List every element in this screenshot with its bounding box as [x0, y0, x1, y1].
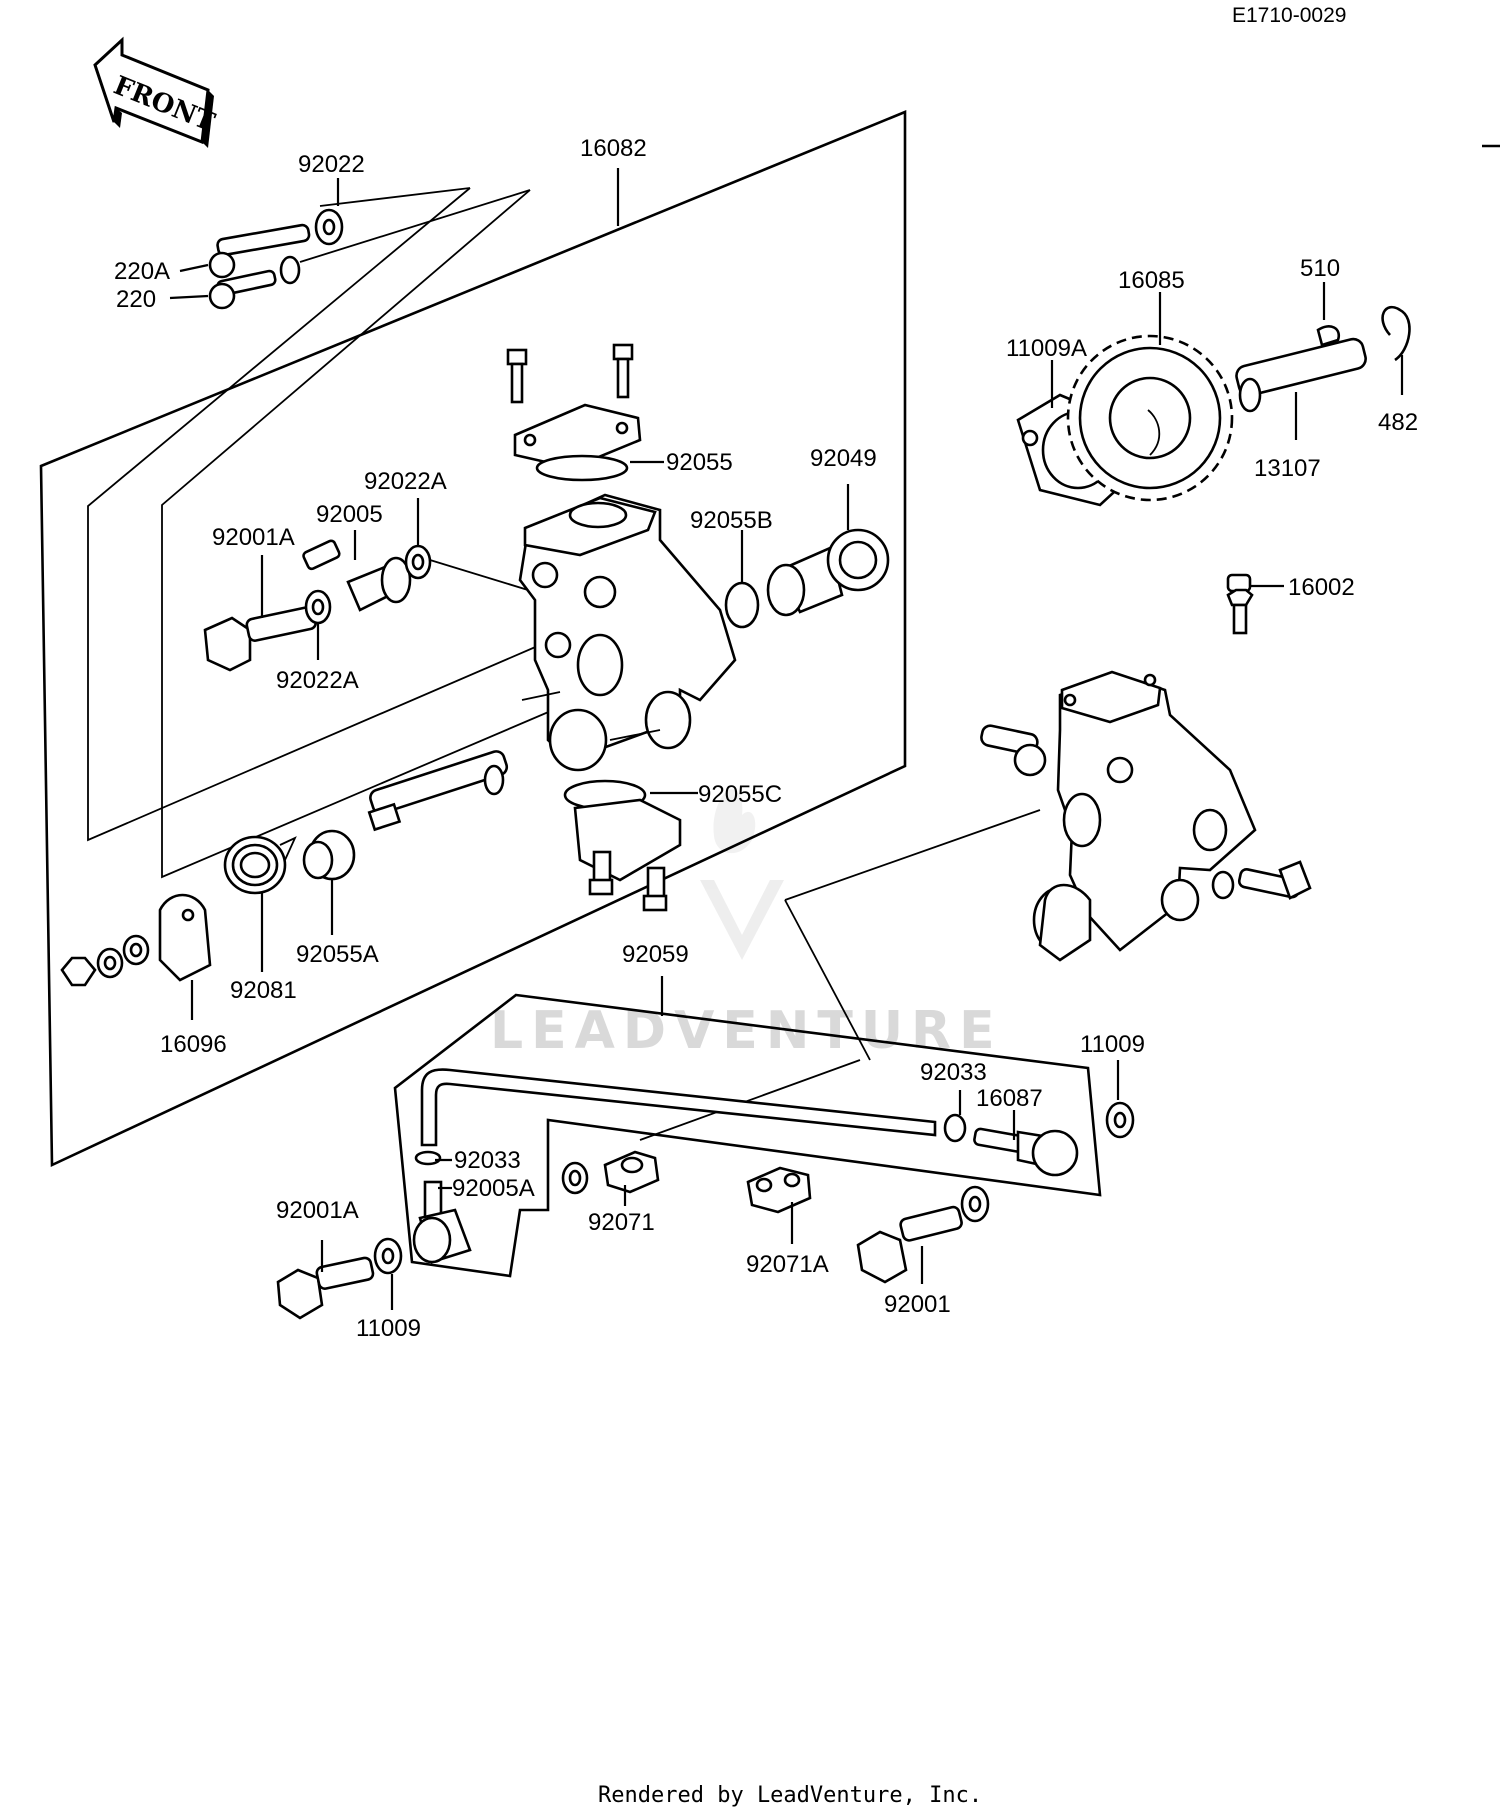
label-16002: 16002 — [1288, 574, 1355, 601]
label-92055: 92055 — [666, 449, 733, 476]
watermark-logo-icon — [700, 789, 784, 960]
guide-line — [161, 189, 601, 879]
label-92033-left: 92033 — [454, 1147, 521, 1174]
label-92055C: 92055C — [698, 781, 782, 808]
label-92055B: 92055B — [690, 507, 773, 534]
label-92033-right: 92033 — [920, 1059, 987, 1086]
label-11009-bottom: 11009 — [356, 1315, 421, 1342]
label-92022: 92022 — [298, 151, 365, 178]
key-510-icon — [1316, 325, 1341, 347]
footer-credit: Rendered by LeadVenture, Inc. — [598, 1783, 982, 1808]
diagram-code: E1710-0029 — [1232, 4, 1346, 27]
screw-220-icon — [208, 255, 301, 310]
damper-92071A-icon — [746, 1166, 812, 1214]
seal-92049-icon — [766, 528, 890, 617]
label-92059: 92059 — [622, 941, 689, 968]
fitting-92005A-icon — [412, 1180, 472, 1264]
pump-cover-icon — [513, 403, 642, 470]
washer-11009-bottom-icon — [373, 1237, 403, 1275]
part-labels: 16082 92022 220A 220 92055 92022A 92005 … — [114, 135, 1418, 1342]
damper-92071-icon — [603, 1150, 660, 1194]
bolt-92001A-bottom-icon — [276, 1256, 375, 1320]
label-92022A-lower: 92022A — [276, 667, 359, 694]
clamp-92033-right-icon — [943, 1113, 967, 1143]
guide-line — [87, 187, 541, 842]
label-92001A-lower: 92001A — [276, 1197, 359, 1224]
guide-line — [639, 1059, 861, 1141]
seal-92055C-icon — [563, 779, 682, 882]
washer-92022-icon — [314, 208, 344, 246]
o-ring-92055-icon — [535, 454, 629, 482]
nut-washer-icon — [60, 934, 150, 987]
o-ring-92055B-icon — [724, 581, 760, 629]
label-13107: 13107 — [1254, 455, 1321, 482]
label-92071A: 92071A — [746, 1251, 829, 1278]
front-arrow-icon: FRONT — [93, 36, 219, 148]
cover-screw-icon — [506, 343, 634, 404]
label-92005: 92005 — [316, 501, 383, 528]
label-16096: 16096 — [160, 1031, 227, 1058]
label-16087: 16087 — [976, 1085, 1043, 1112]
label-92071: 92071 — [588, 1209, 655, 1236]
lever-16096-icon — [158, 893, 212, 982]
label-92005A: 92005A — [452, 1175, 535, 1202]
label-482: 482 — [1378, 409, 1418, 436]
guide-line — [784, 809, 1041, 901]
lower-screw-icon — [588, 850, 668, 912]
shaft-13107-icon — [1235, 337, 1367, 413]
sleeve-92005-icon — [302, 539, 412, 612]
bolt-16002-icon — [1226, 573, 1254, 635]
guide-line — [299, 189, 531, 263]
label-220: 220 — [116, 286, 156, 313]
guide-line — [319, 187, 471, 207]
screw-220A-icon — [208, 223, 311, 279]
label-16082: 16082 — [580, 135, 647, 162]
spring-92081-icon — [223, 835, 297, 895]
label-11009-right: 11009 — [1080, 1031, 1145, 1058]
guide-line — [784, 899, 871, 1061]
washer-92022A-upper-icon — [404, 544, 432, 580]
hose-kit-outline — [393, 993, 1102, 1278]
label-92001: 92001 — [884, 1291, 951, 1318]
hose-icon — [420, 1068, 937, 1147]
label-510: 510 — [1300, 255, 1340, 282]
assembled-pump-icon — [980, 670, 1312, 962]
label-92022A-upper: 92022A — [364, 468, 447, 495]
pump-body-icon — [518, 493, 737, 772]
label-92081: 92081 — [230, 977, 297, 1004]
shaft-icon — [367, 750, 509, 832]
label-16085: 16085 — [1118, 267, 1185, 294]
watermark-text: LEADVENTURE — [490, 1001, 1003, 1061]
bushing-92055A-icon — [302, 829, 356, 881]
label-92049: 92049 — [810, 445, 877, 472]
washer-11009-right-icon — [1105, 1101, 1135, 1139]
washer-92022A-lower-icon — [304, 589, 332, 625]
leader-lines — [169, 168, 1404, 1310]
pump-assembly-outline — [39, 110, 907, 1168]
label-92055A: 92055A — [296, 941, 379, 968]
label-92001A-upper: 92001A — [212, 524, 295, 551]
label-220A: 220A — [114, 258, 170, 285]
label-11009A: 11009A — [1006, 335, 1087, 362]
guide-line — [429, 559, 529, 591]
clamp-92033-left-icon — [414, 1150, 442, 1166]
gear-16085-icon — [1066, 334, 1234, 502]
fitting-16087-icon — [973, 1127, 1079, 1177]
circlip-482-icon — [1381, 305, 1411, 362]
washer-92071-side-icon — [561, 1161, 589, 1195]
bolt-92001-icon — [856, 1185, 990, 1284]
